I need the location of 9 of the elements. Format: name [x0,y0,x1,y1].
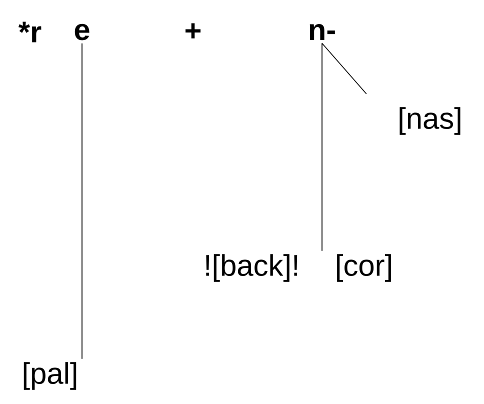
segment-letter: *r [18,22,42,42]
segment-letter: e [74,24,90,40]
feature-label: [cor] [337,254,391,282]
segment-letter: + [186,23,201,38]
association-line [322,42,367,94]
feature-label: [pal] [24,362,76,390]
feature-label: [nas] [400,107,460,135]
feature-label: ![back]! [206,254,298,282]
segment-letter: n- [310,24,335,40]
